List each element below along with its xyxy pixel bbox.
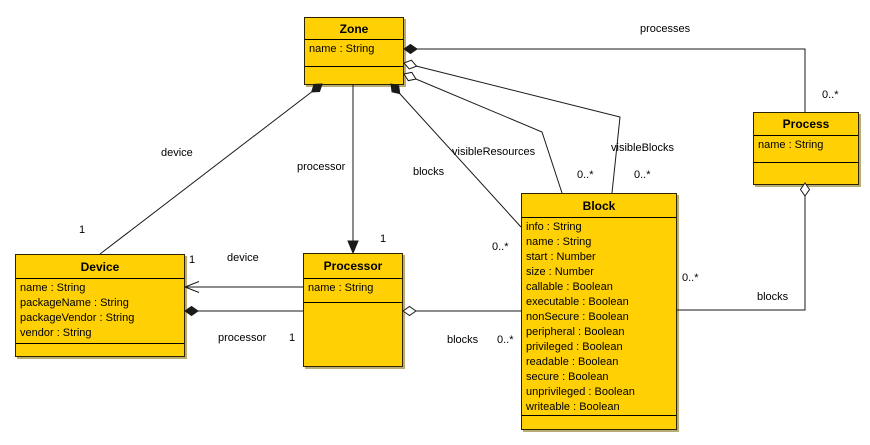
edge-zone-processor[interactable] xyxy=(347,84,359,255)
attribute: secure : Boolean xyxy=(526,371,609,383)
attribute: unprivileged : Boolean xyxy=(526,386,635,398)
aggregation-diamond-icon xyxy=(403,59,418,70)
edge-label-zone-processor: processor xyxy=(297,161,346,173)
attribute: callable : Boolean xyxy=(526,281,613,293)
attribute: vendor : String xyxy=(20,327,92,339)
edge-label-process-blocks: blocks xyxy=(757,291,789,303)
class-zone[interactable]: Zone name : String xyxy=(304,17,404,85)
class-operations-zone xyxy=(305,67,403,84)
edge-label-processes: processes xyxy=(640,23,691,35)
class-attributes-processor: name : String xyxy=(304,279,402,303)
attribute: name : String xyxy=(308,282,374,294)
class-title-process: Process xyxy=(754,113,858,136)
class-title-block: Block xyxy=(522,194,676,218)
attribute: name : String xyxy=(526,236,592,248)
attribute: name : String xyxy=(309,43,375,55)
class-title-zone: Zone xyxy=(305,18,403,40)
attribute: packageName : String xyxy=(20,297,129,309)
edge-line xyxy=(404,48,806,112)
class-process[interactable]: Process name : String xyxy=(753,112,859,185)
class-title-device: Device xyxy=(16,255,184,279)
composition-diamond-icon xyxy=(184,305,199,317)
edge-label-zone-blocks: blocks xyxy=(413,166,445,178)
attribute: peripheral : Boolean xyxy=(526,326,625,338)
attribute: packageVendor : String xyxy=(20,312,135,324)
attribute: info : String xyxy=(526,221,582,233)
attribute: writeable : Boolean xyxy=(526,401,620,413)
edge-label-device-processor: processor xyxy=(218,332,267,344)
attribute: privileged : Boolean xyxy=(526,341,623,353)
edge-multiplicity-zone-device: 1 xyxy=(79,224,86,236)
class-operations-process xyxy=(754,163,858,184)
attribute: name : String xyxy=(758,139,824,151)
edge-device-processor[interactable] xyxy=(184,305,303,317)
edge-label-processor-blocks: blocks xyxy=(447,334,479,346)
class-operations-processor xyxy=(304,303,402,366)
attribute: start : Number xyxy=(526,251,596,263)
class-operations-device xyxy=(16,344,184,356)
edge-processor-device[interactable] xyxy=(183,281,303,293)
edge-processor-blocks[interactable] xyxy=(402,305,521,317)
class-attributes-zone: name : String xyxy=(305,40,403,67)
edge-multiplicity-process-blocks: 0..* xyxy=(682,272,699,284)
edge-multiplicity-visibleResources: 0..* xyxy=(577,169,594,181)
class-attributes-block: info : String name : String start : Number… xyxy=(522,218,676,416)
edge-multiplicity-zone-processor: 1 xyxy=(380,233,387,245)
edge-label-visibleBlocks: visibleBlocks xyxy=(611,142,674,154)
open-arrowhead-icon xyxy=(183,281,200,293)
attribute: executable : Boolean xyxy=(526,296,629,308)
class-block[interactable]: Block info : String name : String start : N… xyxy=(521,193,677,430)
attribute: name : String xyxy=(20,282,86,294)
edge-label-visibleResources: visibleResources xyxy=(452,146,536,158)
edge-multiplicity-zone-blocks: 0..* xyxy=(492,241,509,253)
edge-line xyxy=(99,83,323,255)
attribute: nonSecure : Boolean xyxy=(526,311,629,323)
edge-zone-device[interactable] xyxy=(99,83,323,255)
edge-multiplicity-processor-blocks: 0..* xyxy=(497,334,514,346)
class-attributes-device: name : String packageName : String package… xyxy=(16,279,184,344)
edge-multiplicity-device-processor: 1 xyxy=(289,332,296,344)
aggregation-diamond-icon xyxy=(403,71,417,82)
edge-label-processor-device: device xyxy=(227,252,259,264)
class-processor[interactable]: Processor name : String xyxy=(303,253,403,367)
composition-diamond-icon xyxy=(403,43,418,55)
edge-processes[interactable] xyxy=(403,43,806,113)
edge-process-blocks[interactable] xyxy=(677,182,811,311)
filled-arrowhead-icon xyxy=(347,240,359,255)
composition-diamond-icon xyxy=(310,83,323,93)
class-operations-block xyxy=(522,416,676,429)
edge-label-zone-device: device xyxy=(161,147,193,159)
class-device[interactable]: Device name : String packageName : String p… xyxy=(15,254,185,357)
edge-multiplicity-visibleBlocks: 0..* xyxy=(634,169,651,181)
class-attributes-process: name : String xyxy=(754,136,858,163)
aggregation-diamond-icon xyxy=(402,305,417,317)
edge-multiplicity-processor-device: 1 xyxy=(189,254,196,266)
attribute: readable : Boolean xyxy=(526,356,619,368)
class-title-processor: Processor xyxy=(304,254,402,279)
attribute: size : Number xyxy=(526,266,594,278)
edge-multiplicity-processes: 0..* xyxy=(822,89,839,101)
composition-diamond-icon xyxy=(390,83,401,95)
